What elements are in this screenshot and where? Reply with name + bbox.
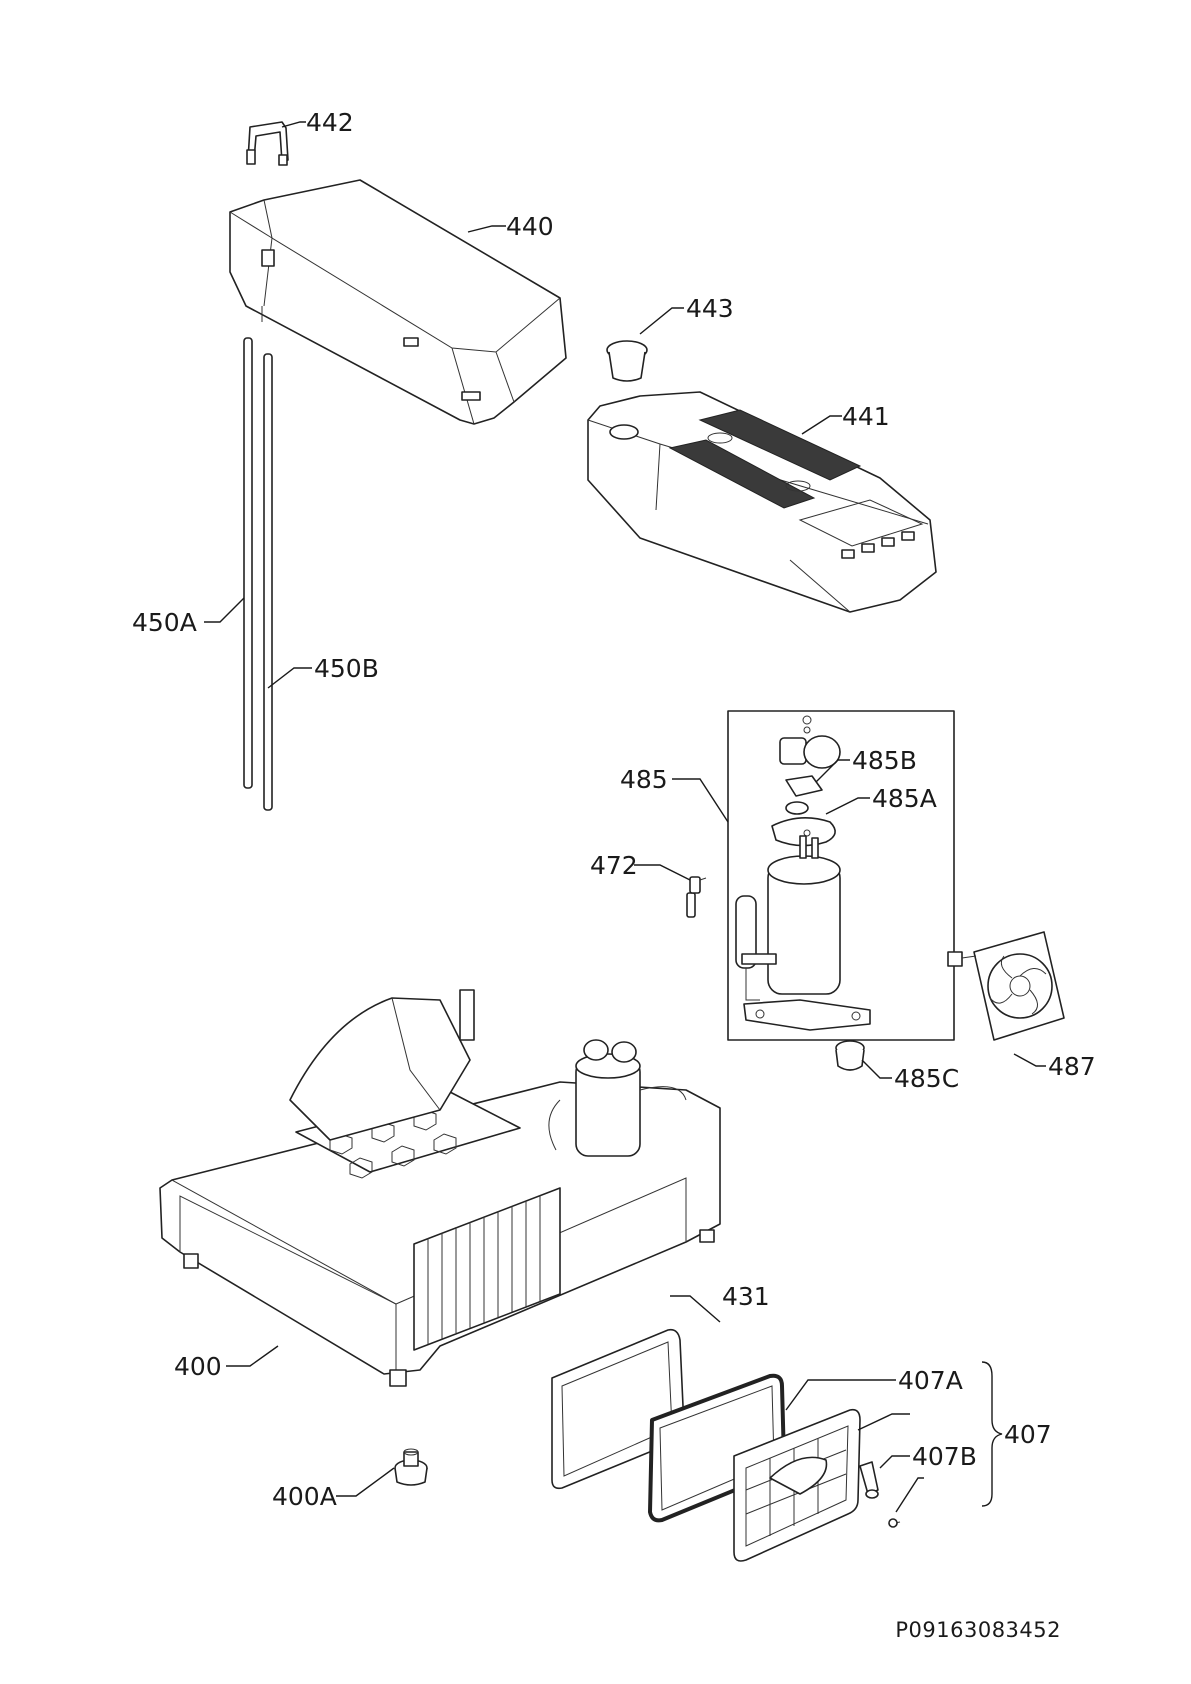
label-407A: 407A [898,1366,963,1395]
part-487-drawing [947,931,1065,1041]
label-450A: 450A [132,608,197,637]
label-441: 441 [842,402,890,431]
label-487: 487 [1048,1052,1096,1081]
part-442-drawing [246,121,289,166]
part-400-chassis-drawing [159,989,721,1387]
label-407: 407 [1004,1420,1052,1449]
part-443-drawing [606,340,648,382]
label-442: 442 [306,108,354,137]
reference-code: P09163083452 [895,1618,1061,1642]
label-407B: 407B [912,1442,977,1471]
label-485B: 485B [852,746,917,775]
label-472: 472 [590,851,638,880]
part-400A-drawing [394,1448,428,1486]
part-485-kit-drawing [727,710,955,1041]
part-labels: 442 440 443 441 450A 450B 485 485B 485A … [132,108,1096,1511]
label-450B: 450B [314,654,379,683]
label-400: 400 [174,1352,222,1381]
leader-lines [204,121,1046,1513]
part-472-drawing [686,876,707,918]
label-400A: 400A [272,1482,337,1511]
label-431: 431 [722,1282,770,1311]
part-407-grille-drawing [733,1408,861,1562]
label-485A: 485A [872,784,937,813]
part-450-tubes-drawing [243,337,273,811]
label-443: 443 [686,294,734,323]
part-485C-drawing [835,1040,865,1071]
part-407B-drawing [859,1461,901,1528]
label-485C: 485C [894,1064,959,1093]
part-441-drawing [587,391,937,613]
label-485: 485 [620,765,668,794]
label-440: 440 [506,212,554,241]
part-440-drawing [229,179,567,425]
